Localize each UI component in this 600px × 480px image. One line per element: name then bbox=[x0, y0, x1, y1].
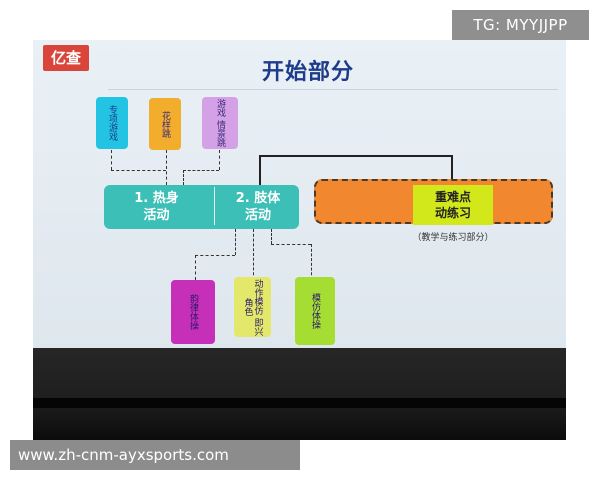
card-special-games-label: 专项游戏 bbox=[107, 105, 117, 141]
warmup-activity-label: 1. 热身 活动 bbox=[114, 190, 199, 224]
connector bbox=[311, 244, 312, 280]
slide: 亿查 开始部分 专项游戏 花样跳 游戏 情景跳 1. 热身 活动 bbox=[33, 40, 566, 348]
connector bbox=[235, 229, 236, 255]
main-box-divider bbox=[214, 187, 215, 225]
watermark-top: TG: MYYJJPP bbox=[452, 10, 589, 40]
card-fancy-jump: 花样跳 bbox=[149, 98, 181, 150]
warmup-line2: 活动 bbox=[143, 208, 170, 223]
card-rhythm-gym-label: 韵律体操 bbox=[188, 294, 198, 330]
connector bbox=[451, 155, 453, 185]
focus-line2: 动练习 bbox=[434, 206, 471, 220]
connector bbox=[219, 150, 220, 170]
warmup-limb-box: 1. 热身 活动 2. 肢体 活动 bbox=[104, 185, 299, 229]
limb-line2: 活动 bbox=[244, 208, 271, 223]
watermark-bottom: www.zh-cnm-ayxsports.com bbox=[10, 440, 300, 470]
connector bbox=[271, 229, 272, 244]
warmup-line1: 1. 热身 bbox=[134, 191, 179, 206]
card-scenario-jump-label: 游戏 情景跳 bbox=[215, 99, 225, 147]
card-special-games: 专项游戏 bbox=[96, 97, 128, 149]
slide-title: 开始部分 bbox=[261, 60, 354, 85]
limb-activity-label: 2. 肢体 活动 bbox=[219, 190, 297, 224]
card-imitation-gym: 模仿体操 bbox=[295, 277, 335, 345]
connector bbox=[259, 155, 453, 157]
limb-line1: 2. 肢体 bbox=[235, 191, 281, 206]
connector bbox=[195, 255, 196, 280]
card-imitation-gym-label: 模仿体操 bbox=[310, 293, 320, 329]
connector bbox=[259, 155, 261, 185]
card-imitation-label: 动作模仿 即兴角色 bbox=[242, 278, 263, 336]
screen-rail bbox=[33, 398, 566, 408]
screen-frame-bottom bbox=[33, 348, 566, 440]
focus-text: 重难点 动练习 bbox=[435, 189, 471, 221]
card-imitation: 动作模仿 即兴角色 bbox=[234, 277, 271, 337]
card-fancy-jump-label: 花样跳 bbox=[160, 110, 170, 138]
focus-caption: （教学与练习部分） bbox=[412, 233, 494, 243]
connector bbox=[195, 255, 235, 256]
connector bbox=[111, 170, 166, 171]
logo: 亿查 bbox=[43, 45, 89, 71]
connector bbox=[253, 229, 254, 280]
focus-inner-box: 重难点 动练习 bbox=[413, 185, 493, 225]
connector bbox=[166, 150, 167, 185]
card-rhythm-gym: 韵律体操 bbox=[171, 280, 215, 344]
card-scenario-jump: 游戏 情景跳 bbox=[202, 97, 238, 149]
connector bbox=[183, 170, 219, 171]
connector bbox=[183, 170, 184, 185]
title-divider bbox=[108, 89, 558, 90]
focus-line1: 重难点 bbox=[434, 190, 471, 204]
connector bbox=[111, 150, 112, 170]
connector bbox=[271, 244, 311, 245]
projection-screen: 亿查 开始部分 专项游戏 花样跳 游戏 情景跳 1. 热身 活动 bbox=[33, 40, 566, 440]
